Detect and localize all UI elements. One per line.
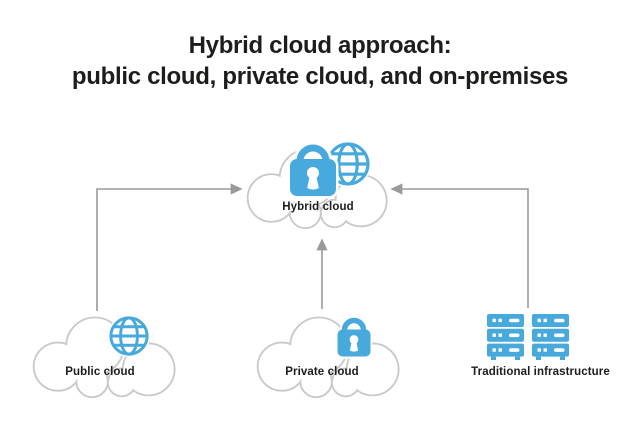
public-cloud-label: Public cloud bbox=[65, 366, 135, 378]
arrow-traditional-to-hybrid bbox=[390, 183, 529, 308]
hybrid-cloud-label: Hybrid cloud bbox=[282, 201, 354, 213]
private-cloud-shape bbox=[256, 316, 400, 399]
arrow-public-to-hybrid bbox=[96, 183, 243, 311]
title-line-2: public cloud, private cloud, and on-prem… bbox=[71, 63, 569, 90]
diagram-title: Hybrid cloud approach: public cloud, pri… bbox=[0, 30, 640, 92]
traditional-infrastructure-label: Traditional infrastructure bbox=[471, 366, 610, 378]
server-rack-icon bbox=[487, 314, 569, 360]
lock-icon bbox=[335, 315, 373, 359]
globe-icon bbox=[108, 315, 150, 357]
title-line-1: Hybrid cloud approach: bbox=[188, 32, 452, 59]
public-cloud-shape bbox=[32, 316, 176, 399]
hybrid-lock-globe-icon bbox=[287, 141, 371, 199]
private-cloud-label: Private cloud bbox=[285, 366, 359, 378]
lock-icon bbox=[287, 141, 339, 199]
